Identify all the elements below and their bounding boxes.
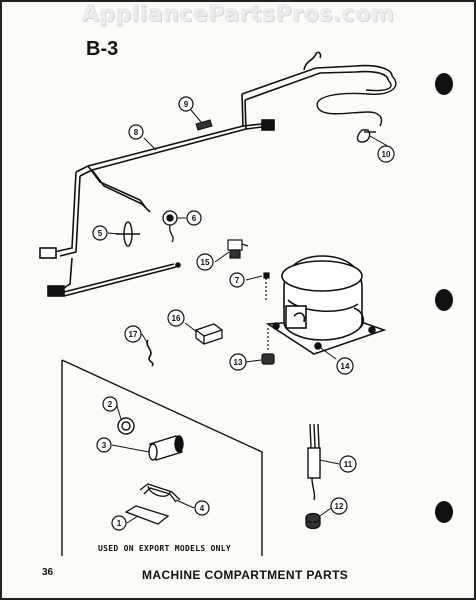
- compressor-part: [265, 255, 387, 355]
- callout-12: 12: [335, 502, 344, 511]
- export-kit-frame-top: [61, 359, 263, 556]
- punch-hole-top: [435, 73, 453, 95]
- callout-numbers: 9 8 10 5 6 15 7 16 17 13 14 2 3 4 1 11 1…: [98, 100, 391, 528]
- callout-16: 16: [172, 314, 181, 323]
- callout-4: 4: [200, 504, 205, 513]
- capacitor-ring-part: [117, 417, 135, 435]
- wiring-harness: [39, 51, 393, 297]
- terminal-cover-part: [195, 323, 223, 345]
- page-number: 36: [42, 567, 54, 578]
- callout-10: 10: [382, 150, 391, 159]
- callout-14: 14: [341, 362, 350, 371]
- wire-clamp-part: [305, 512, 321, 530]
- mounting-screw-part: [263, 272, 270, 300]
- cord-bracket-part: [116, 221, 140, 247]
- callout-17: 17: [129, 330, 138, 339]
- harness-clip-part: [195, 119, 213, 131]
- callout-7: 7: [235, 276, 240, 285]
- wire-clip-part: [146, 339, 154, 367]
- callout-8: 8: [134, 128, 139, 137]
- section-label: B-3: [86, 38, 119, 60]
- relay-part: [162, 210, 178, 243]
- callout-13: 13: [234, 358, 243, 367]
- callout-11: 11: [344, 460, 353, 469]
- callout-5: 5: [98, 229, 103, 238]
- callout-6: 6: [192, 214, 197, 223]
- capacitor-part: [148, 435, 184, 461]
- callout-2: 2: [108, 400, 113, 409]
- export-models-note: USED ON EXPORT MODELS ONLY: [98, 544, 232, 553]
- punch-hole-bottom: [435, 501, 453, 523]
- mounting-plate-part: [124, 505, 170, 525]
- callout-15: 15: [201, 258, 210, 267]
- power-cord: [316, 75, 397, 143]
- overload-part: [227, 239, 249, 259]
- punch-hole-middle: [435, 289, 453, 311]
- temperature-probe-part: [307, 423, 321, 501]
- callout-bubbles: [92, 96, 395, 531]
- grommet-part: [261, 328, 275, 365]
- callout-3: 3: [102, 441, 107, 450]
- page-title: MACHINE COMPARTMENT PARTS: [142, 568, 349, 582]
- callout-1: 1: [117, 519, 122, 528]
- callout-9: 9: [184, 100, 189, 109]
- capacitor-bracket-part: [139, 483, 181, 503]
- watermark: AppliancePartsPros.com: [81, 2, 395, 27]
